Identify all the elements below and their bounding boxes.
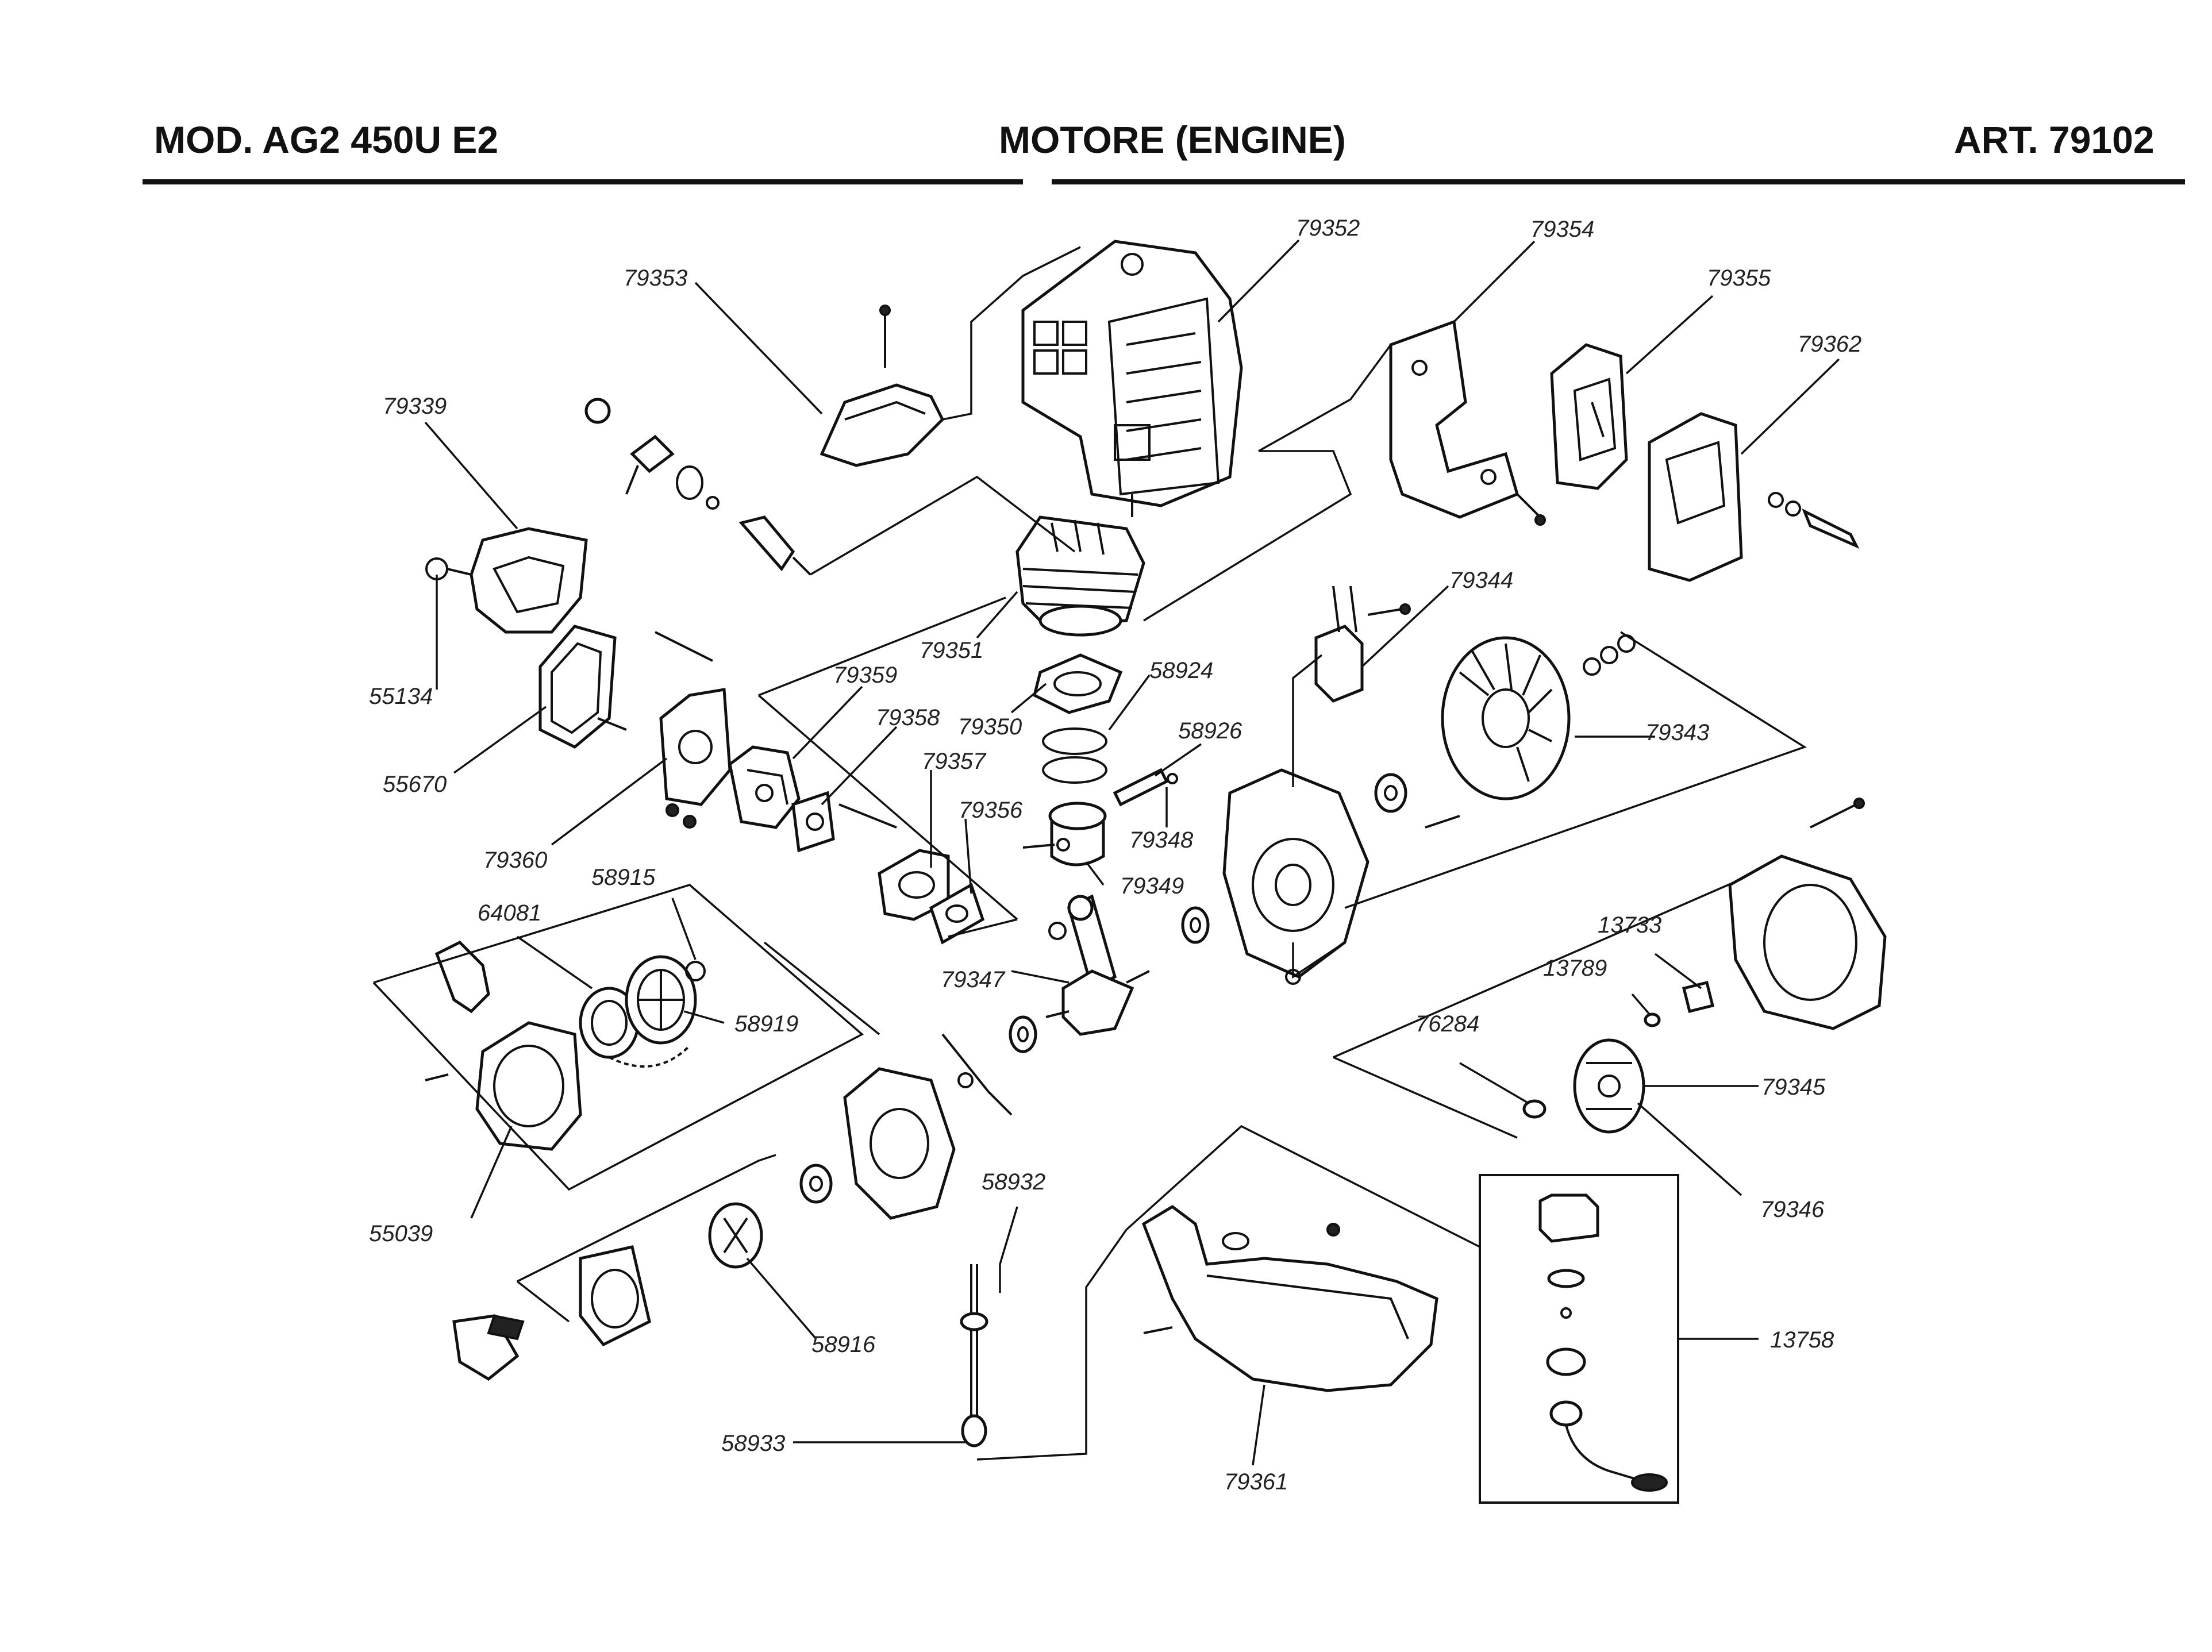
- label-79353: 79353: [624, 265, 687, 291]
- piston: [1022, 802, 1107, 867]
- label-79354: 79354: [1530, 217, 1594, 242]
- label-79344: 79344: [1449, 568, 1513, 593]
- label-58919: 58919: [734, 1011, 798, 1037]
- label-58926: 58926: [1178, 718, 1242, 744]
- cylinder-gasket: [1033, 653, 1123, 714]
- label-79350: 79350: [958, 714, 1022, 740]
- label-13789: 13789: [1543, 956, 1607, 981]
- starter-cover: [452, 1202, 763, 1381]
- label-55039: 55039: [369, 1221, 433, 1246]
- label-79347: 79347: [941, 967, 1006, 992]
- label-79348: 79348: [1129, 827, 1194, 853]
- label-79355: 79355: [1707, 265, 1771, 291]
- piston-pin: [1113, 768, 1178, 807]
- label-58933: 58933: [721, 1431, 785, 1456]
- label-58932: 58932: [982, 1169, 1045, 1195]
- clutch: [1522, 980, 1715, 1134]
- label-79351: 79351: [920, 638, 983, 663]
- label-58916: 58916: [811, 1332, 876, 1357]
- fuel-tank: [1141, 1204, 1438, 1392]
- label-79352: 79352: [1296, 215, 1360, 241]
- page-title: MOTORE (ENGINE): [999, 118, 1346, 161]
- label-79362: 79362: [1798, 332, 1861, 357]
- label-55134: 55134: [369, 684, 433, 709]
- label-13733: 13733: [1598, 912, 1661, 938]
- label-79359: 79359: [833, 663, 897, 688]
- header-rule-left: [143, 179, 1023, 184]
- piston-rings: [1042, 727, 1107, 784]
- model-title: MOD. AG2 450U E2: [154, 118, 499, 161]
- label-79361: 79361: [1224, 1469, 1288, 1495]
- label-79349: 79349: [1120, 873, 1184, 899]
- flywheel: [1441, 634, 1636, 800]
- cylinder: [1015, 494, 1145, 637]
- insulator-gasket: [929, 883, 985, 945]
- top-cover: [820, 305, 945, 467]
- label-79356: 79356: [959, 798, 1023, 823]
- air-filter: [538, 625, 617, 749]
- label-55670: 55670: [383, 772, 447, 797]
- label-64081: 64081: [478, 900, 541, 926]
- engine-shroud: [1021, 240, 1243, 507]
- label-58924: 58924: [1149, 658, 1213, 683]
- fan-housing: [1728, 798, 1887, 1030]
- filter-base: [597, 631, 732, 829]
- crankshaft: [1045, 894, 1150, 1036]
- label-79346: 79346: [1760, 1197, 1825, 1222]
- carb-gasket: [791, 791, 897, 853]
- muffler: [1550, 343, 1628, 490]
- label-79358: 79358: [876, 705, 940, 730]
- crankcase-right: [1222, 768, 1460, 985]
- label-79357: 79357: [922, 749, 987, 774]
- starter-pulley: [579, 955, 706, 1068]
- label-79343: 79343: [1645, 720, 1709, 745]
- muffler-plate: [1389, 319, 1546, 526]
- label-79345: 79345: [1761, 1075, 1826, 1100]
- header-rule-right: [1052, 179, 2185, 184]
- crankcase-left: [843, 1033, 1013, 1220]
- label-58915: 58915: [591, 865, 656, 890]
- label-76284: 76284: [1415, 1011, 1479, 1037]
- ignition-coil: [1314, 586, 1411, 703]
- air-filter-cover: [425, 527, 588, 634]
- label-13758: 13758: [1770, 1327, 1834, 1353]
- label-79339: 79339: [383, 394, 447, 419]
- fuel-cap-kit: [1479, 1174, 1679, 1504]
- spark-plug: [584, 398, 811, 576]
- part-labels: 79352 79354 79353 79355 79362 79339 7934…: [369, 215, 1861, 1495]
- leader-lines: [424, 239, 1840, 1466]
- bearings: [799, 773, 1407, 1204]
- fuel-pickup: [960, 1264, 988, 1447]
- carburetor: [728, 745, 801, 829]
- grouping-lines: [372, 246, 1807, 1461]
- article-number: ART. 79102: [1954, 118, 2155, 161]
- muffler-cover: [1648, 412, 1860, 582]
- label-79360: 79360: [483, 848, 547, 873]
